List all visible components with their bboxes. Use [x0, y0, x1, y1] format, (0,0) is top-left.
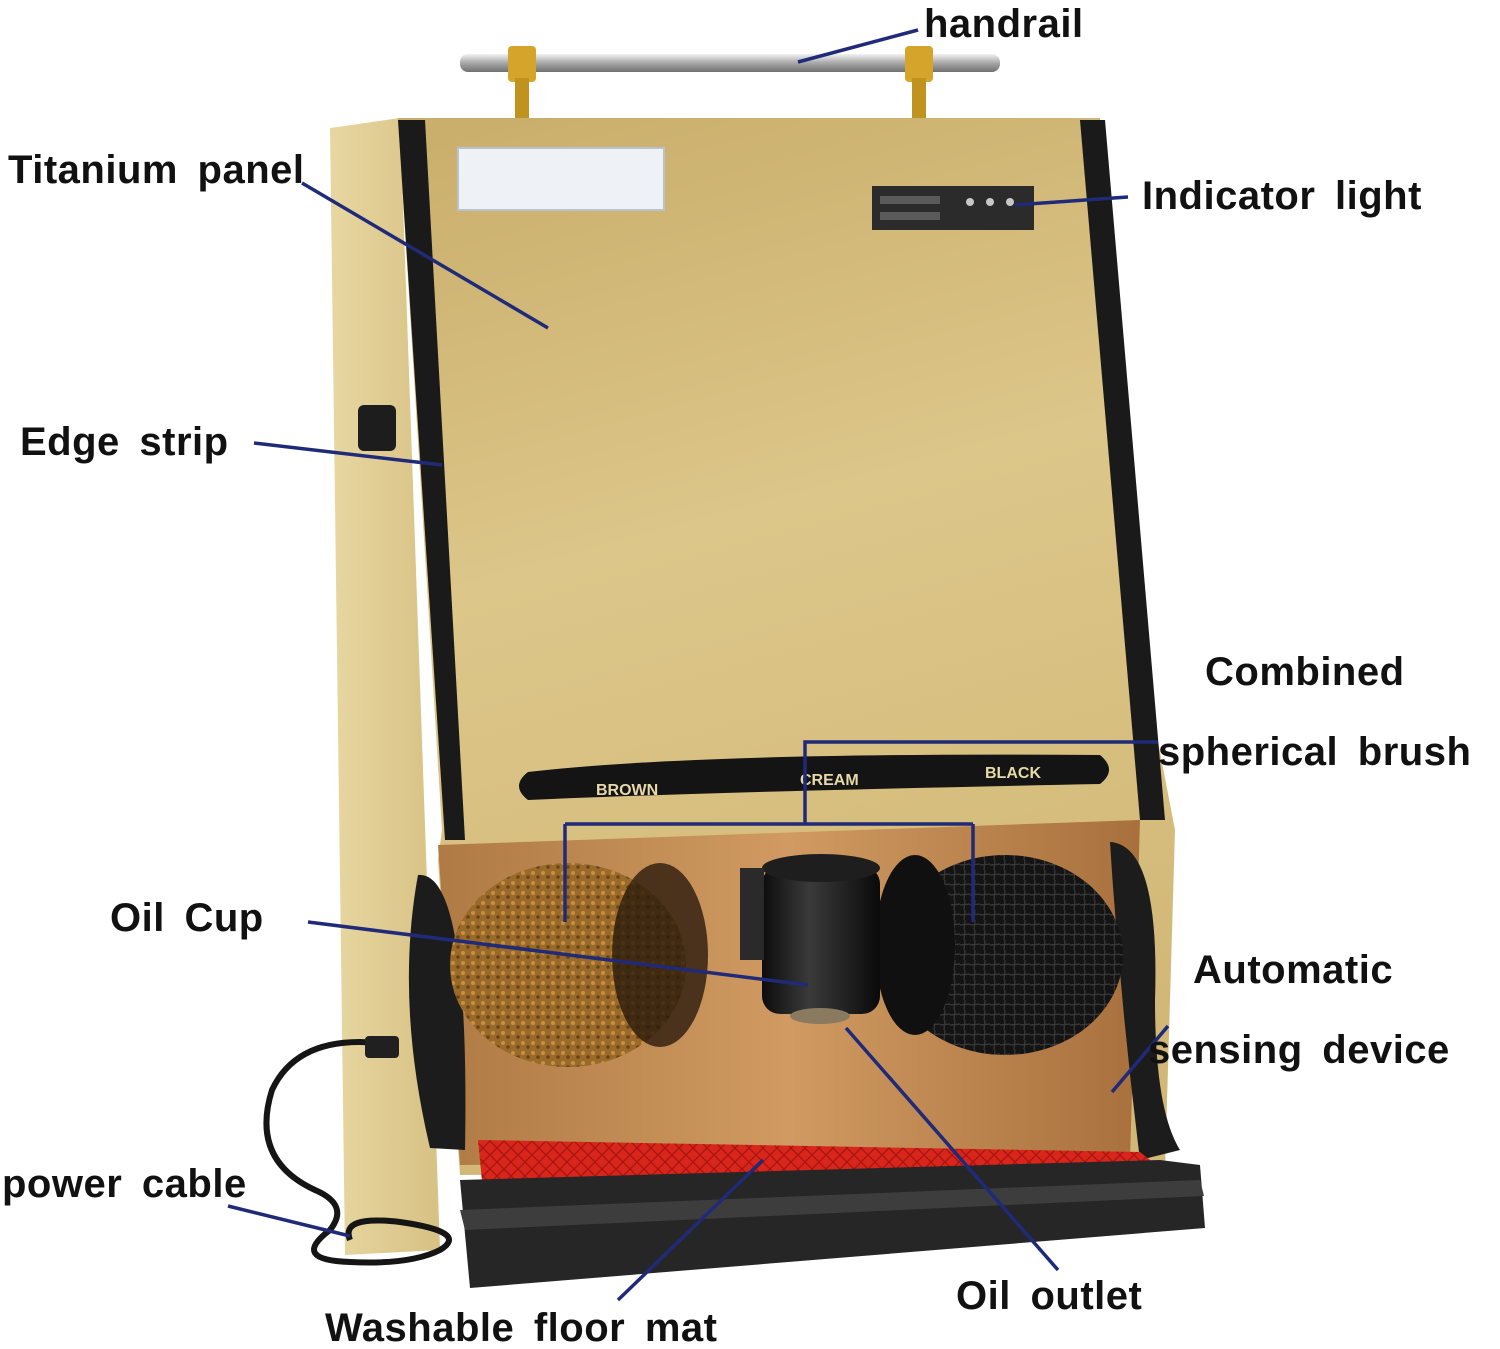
strip-brown-text: BROWN — [596, 782, 658, 799]
label-combined-line1: Combined — [1205, 650, 1405, 694]
leader-line-floor-mat — [616, 1158, 765, 1302]
leader-line-automatic — [1110, 1024, 1170, 1094]
label-titanium-panel: Titanium panel — [8, 148, 305, 192]
indicator-light-part — [872, 186, 1034, 230]
leader-line-combined-brush — [563, 740, 1158, 922]
brown-brush-rear — [612, 863, 708, 1047]
leader-line-oil-outlet — [844, 1026, 1060, 1272]
label-washable-floor-mat: Washable floor mat — [325, 1306, 718, 1349]
polish-colour-strip: BROWN CREAM BLACK — [519, 754, 1109, 800]
black-brush-left — [875, 855, 955, 1035]
brand-plate — [457, 147, 665, 211]
leader-line-oil-cup — [307, 920, 809, 987]
label-automatic-line1: Automatic — [1193, 948, 1394, 992]
left-housing — [408, 874, 466, 1150]
side-switch — [358, 405, 396, 451]
leader-line-indicator — [1014, 195, 1129, 207]
label-oil-outlet: Oil outlet — [956, 1274, 1143, 1318]
leader-line-power-cable — [227, 1204, 351, 1238]
leader-line-handrail — [797, 28, 919, 64]
cable-plug — [365, 1036, 399, 1058]
right-edge-strip — [1080, 120, 1165, 820]
base-tray-rim — [460, 1180, 1204, 1230]
handrail-part — [460, 46, 1000, 118]
label-oil-cup: Oil Cup — [110, 896, 264, 940]
power-cable-part — [263, 1039, 452, 1266]
label-power-cable: power cable — [2, 1162, 247, 1206]
strip-cream-text: CREAM — [800, 772, 859, 789]
label-handrail: handrail — [924, 2, 1084, 46]
right-housing — [1110, 842, 1180, 1160]
leader-line-edge-strip — [253, 441, 443, 467]
leader-lines — [227, 28, 1170, 1302]
leader-line-titanium-panel — [301, 181, 549, 330]
edge-strip-part — [398, 120, 465, 840]
oil-cup-part — [740, 854, 880, 1024]
label-automatic-line2: sensing device — [1148, 1028, 1450, 1072]
label-edge-strip: Edge strip — [20, 420, 229, 464]
strip-black-text: BLACK — [985, 765, 1041, 782]
label-indicator-light: Indicator light — [1142, 174, 1422, 218]
label-combined-line2: spherical brush — [1158, 730, 1472, 774]
